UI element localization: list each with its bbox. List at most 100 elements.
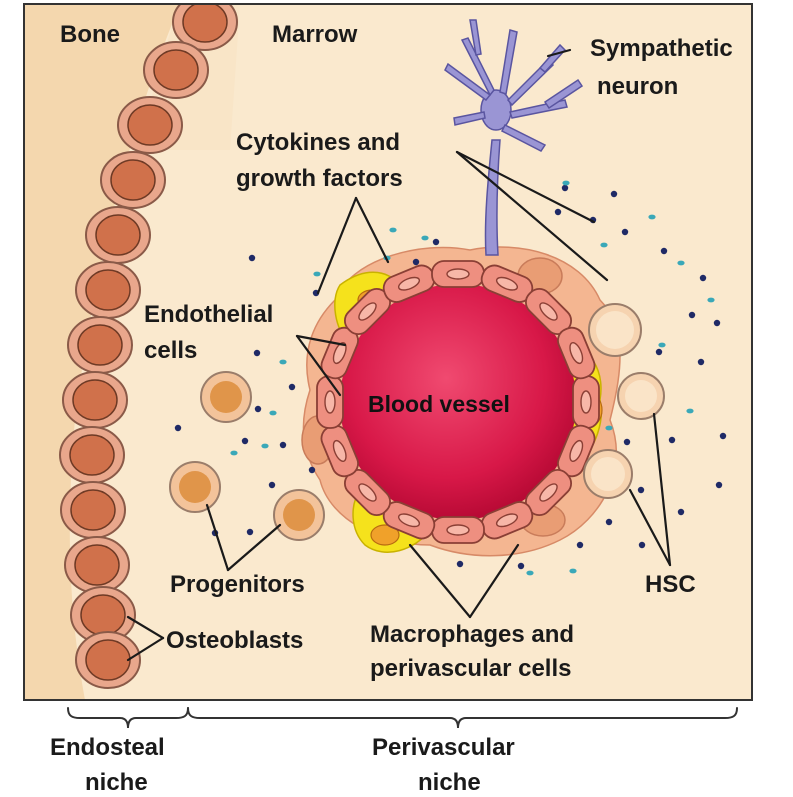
osteoblast-chain — [59, 4, 238, 689]
growth-factor-dot — [600, 242, 608, 248]
cytokine-dot — [677, 508, 685, 516]
cytokine-dot — [576, 541, 584, 549]
growth-factor-dot — [230, 450, 238, 456]
growth-factor-dot — [707, 297, 715, 303]
endothelial-nucleus — [569, 439, 584, 463]
cytokine-dot — [432, 238, 440, 246]
label-macrophages-2: perivascular cells — [370, 655, 571, 682]
endothelial-nucleus — [446, 524, 470, 536]
cytokine-dot — [288, 383, 296, 391]
label-sympathetic-2: neuron — [597, 73, 678, 100]
cytokine-dot — [719, 432, 727, 440]
label-marrow: Marrow — [272, 21, 358, 48]
endothelial-nucleus — [539, 483, 558, 502]
label-cytokines-1: Cytokines and — [236, 129, 400, 156]
endothelial-nucleus — [332, 439, 347, 463]
endothelial-nucleus — [580, 390, 592, 414]
cytokine-dot — [561, 184, 569, 192]
growth-factor-dot — [526, 570, 534, 576]
endothelial-nucleus — [446, 268, 470, 280]
label-hsc: HSC — [645, 571, 696, 598]
cytokine-dot — [668, 436, 676, 444]
growth-factor-dot — [569, 568, 577, 574]
cytokine-dots — [174, 180, 727, 576]
osteoblast-nucleus — [95, 214, 141, 256]
osteoblast-nucleus — [69, 434, 115, 476]
label-macrophages-1: Macrophages and — [370, 621, 574, 648]
osteoblast-nucleus — [110, 159, 156, 201]
cytokine-dot — [254, 405, 262, 413]
cytokine-dot — [699, 274, 707, 282]
cytokine-dot — [253, 349, 261, 357]
osteoblast-nucleus — [80, 594, 126, 636]
cytokine-dot — [713, 319, 721, 327]
blood-vessel — [340, 284, 576, 520]
endothelial-nucleus — [397, 513, 421, 528]
cytokine-dot — [456, 560, 464, 568]
cytokine-dot — [174, 424, 182, 432]
growth-factor-dot — [562, 180, 570, 186]
osteoblast-nucleus — [85, 269, 131, 311]
sympathetic-neuron — [444, 19, 584, 256]
endothelial-nucleus — [332, 341, 347, 365]
label-progenitors: Progenitors — [170, 571, 305, 598]
osteoblast-nucleus — [70, 489, 116, 531]
growth-factor-dot — [677, 260, 685, 266]
label-endosteal-2: niche — [85, 769, 148, 796]
cytokine-dot — [268, 481, 276, 489]
niche-brackets — [67, 707, 738, 729]
cytokine-dot — [660, 247, 668, 255]
endothelial-nucleus — [324, 390, 336, 414]
hsc-cells — [583, 303, 665, 499]
osteoblast-nucleus — [74, 544, 120, 586]
growth-factor-dot — [269, 410, 277, 416]
cytokine-dot — [308, 466, 316, 474]
cytokine-dot — [605, 518, 613, 526]
bone-region — [24, 4, 180, 700]
label-endothelial-1: Endothelial — [144, 301, 273, 328]
osteoblast-nucleus — [77, 324, 123, 366]
osteoblast-nucleus — [72, 379, 118, 421]
panel-border — [23, 3, 753, 701]
cytokine-dot — [637, 486, 645, 494]
endothelial-nucleus — [495, 276, 519, 291]
cytokine-dot — [638, 541, 646, 549]
cytokine-dot — [715, 481, 723, 489]
osteoblast-nucleus — [85, 639, 131, 681]
growth-factor-dot — [605, 425, 613, 431]
endothelial-nucleus — [358, 483, 377, 502]
growth-factor-dot — [658, 342, 666, 348]
progenitor-cells — [169, 371, 325, 541]
cytokine-dot — [688, 311, 696, 319]
endothelial-nucleus — [358, 302, 377, 321]
cytokine-dot — [246, 528, 254, 536]
label-sympathetic-1: Sympathetic — [590, 35, 733, 62]
cytokine-dot — [655, 348, 663, 356]
endothelial-nucleus — [495, 513, 519, 528]
growth-factor-dot — [389, 227, 397, 233]
label-endothelial-2: cells — [144, 337, 197, 364]
osteoblast-nucleus — [153, 49, 199, 91]
pointer-lines — [126, 48, 672, 662]
cytokine-dot — [279, 441, 287, 449]
endothelial-nucleus — [397, 276, 421, 291]
label-osteoblasts: Osteoblasts — [166, 627, 303, 654]
cytokine-dot — [610, 190, 618, 198]
growth-factor-dot — [279, 359, 287, 365]
label-perivascular-1: Perivascular — [372, 734, 515, 761]
cytokine-dot — [623, 438, 631, 446]
cytokine-dot — [412, 258, 420, 266]
growth-factor-dot — [686, 408, 694, 414]
label-perivascular-2: niche — [418, 769, 481, 796]
osteoblast-nucleus — [182, 4, 228, 43]
osteoblast-nucleus — [127, 104, 173, 146]
cytokine-dot — [554, 208, 562, 216]
cytokine-dot — [241, 437, 249, 445]
cytokine-dot — [248, 254, 256, 262]
endothelial-ring — [316, 260, 600, 544]
cytokine-dot — [697, 358, 705, 366]
label-endosteal-1: Endosteal — [50, 734, 165, 761]
growth-factor-dot — [648, 214, 656, 220]
label-blood-vessel: Blood vessel — [368, 391, 510, 417]
